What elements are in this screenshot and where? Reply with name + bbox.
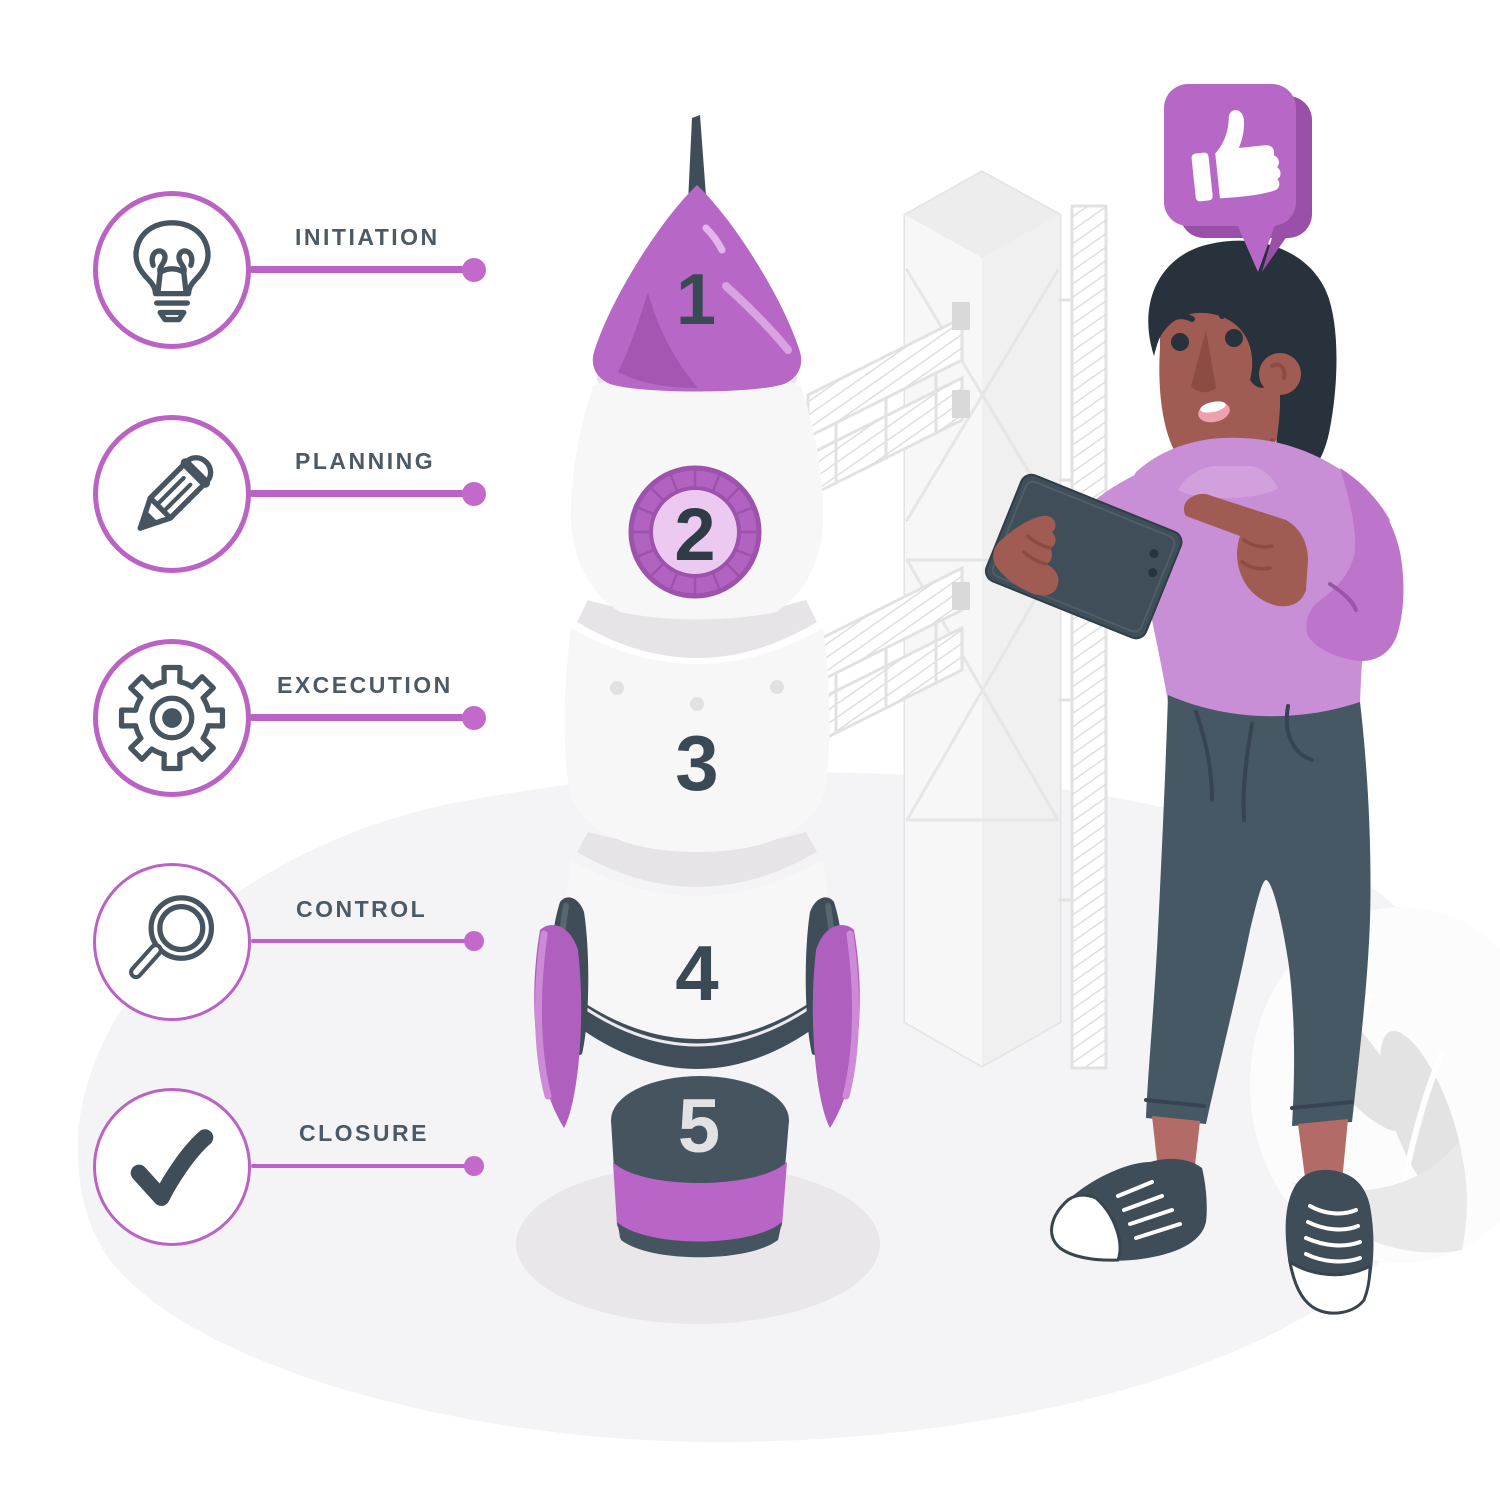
- connector-line: [251, 939, 467, 943]
- step-circle: [93, 863, 251, 1021]
- person-mouth: [1198, 401, 1230, 423]
- step-label: PLANNING: [295, 448, 436, 474]
- person-left-hand: [993, 515, 1059, 596]
- checkmark-icon: [130, 1129, 214, 1206]
- lightbulb-icon: [133, 220, 211, 323]
- connector-dot: [462, 706, 486, 730]
- rocket-stage-5: 5: [611, 1076, 789, 1258]
- stage-3-number: 3: [675, 719, 718, 807]
- connector-dot: [462, 258, 486, 282]
- person-hair: [1148, 240, 1337, 478]
- step-label: CLOSURE: [299, 1120, 429, 1146]
- connector-dot: [462, 482, 486, 506]
- stage-4-number: 4: [675, 929, 718, 1017]
- step-label: CONTROL: [296, 896, 428, 922]
- magnifier-icon: [129, 895, 215, 980]
- person-with-tablet: [984, 240, 1404, 1315]
- rocket: 5 4 3: [534, 115, 860, 1258]
- step-label: INITIATION: [295, 224, 440, 250]
- connector-dot: [464, 1156, 484, 1176]
- person-nose: [1191, 330, 1216, 393]
- launch-tower: [806, 170, 1108, 1070]
- person-features: [1163, 307, 1253, 351]
- step-circle: [93, 415, 251, 573]
- connector-line: [249, 714, 467, 721]
- stage-2-number: 2: [674, 493, 715, 576]
- thumbs-up-icon: [1191, 110, 1281, 202]
- person-left-shoe: [1050, 1158, 1207, 1262]
- person-pointing-hand: [1183, 493, 1308, 607]
- stage-1-number: 1: [676, 260, 716, 340]
- person-pants: [1146, 695, 1371, 1126]
- person-right-shoe: [1285, 1169, 1374, 1315]
- stage-5-number: 5: [678, 1084, 720, 1169]
- gear-icon: [118, 664, 226, 772]
- pencil-icon: [137, 455, 214, 531]
- step-circle: [93, 639, 251, 797]
- step-label: EXCECUTION: [277, 672, 453, 698]
- step-circle: [93, 191, 251, 349]
- rocket-stage-3: 3: [564, 600, 830, 852]
- person-right-sleeve: [1306, 468, 1404, 662]
- connector-dot: [464, 931, 484, 951]
- connector-line: [249, 490, 467, 497]
- rocket-stage-4: 4: [534, 832, 860, 1128]
- person-ear: [1259, 353, 1301, 395]
- tablet: [984, 473, 1183, 640]
- thumbs-up-bubble: [1164, 84, 1312, 272]
- porthole: 2: [628, 465, 762, 599]
- step-circle: [93, 1088, 251, 1246]
- connector-line: [249, 266, 467, 273]
- connector-line: [251, 1164, 467, 1168]
- rocket-stage-1: 1: [592, 115, 802, 392]
